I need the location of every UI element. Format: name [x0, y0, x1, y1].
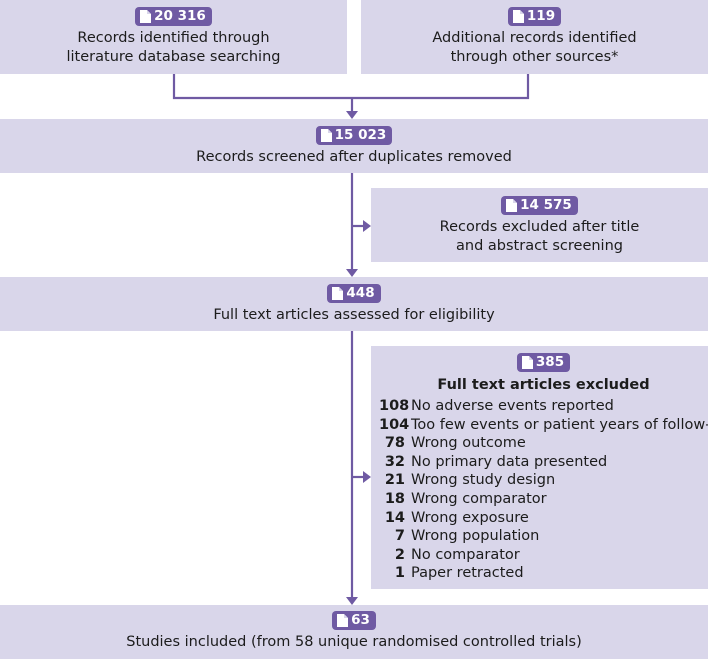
count-value: 63: [351, 612, 370, 628]
box-text-line: Records screened after duplicates remove…: [196, 149, 512, 165]
reason-count: 78: [384, 435, 405, 452]
reason-count: 14: [384, 509, 405, 526]
count-badge: 119: [507, 7, 562, 26]
exclusion-reason: 21 Wrong study design: [379, 471, 708, 490]
studies-included-box: 63 Studies included (from 58 unique rand…: [0, 605, 708, 659]
exclusion-reason: 14 Wrong exposure: [379, 509, 708, 528]
count-badge: 15 023: [315, 126, 393, 145]
exclusion-reason: 78 Wrong outcome: [379, 434, 708, 453]
reason-text: Too few events or patient years of follo…: [411, 416, 708, 433]
records-identified-db-box: 20 316 Records identified through litera…: [0, 0, 347, 74]
count-value: 385: [535, 354, 565, 370]
reason-text: Wrong comparator: [411, 490, 547, 507]
reason-text: Wrong population: [411, 528, 540, 545]
count-badge: 448: [327, 284, 381, 303]
box-text-line: through other sources*: [450, 49, 619, 65]
reason-count: 1: [394, 565, 405, 582]
exclusion-reason: 32 No primary data presented: [379, 453, 708, 472]
records-identified-other-box: 119 Additional records identified throug…: [361, 0, 708, 74]
count-badge: 63: [332, 611, 376, 630]
count-badge: 20 316: [135, 7, 212, 26]
exclusion-reason: 2 No comparator: [379, 546, 708, 565]
merge-connector: [172, 74, 530, 100]
excluded-heading: Full text articles excluded: [437, 377, 650, 393]
arrowhead-assessed: [346, 269, 358, 277]
reason-text: Wrong study design: [411, 472, 556, 489]
records-screened-box: 15 023 Records screened after duplicates…: [0, 119, 708, 173]
reason-count: 2: [394, 546, 405, 563]
reason-text: Wrong outcome: [411, 435, 526, 452]
reason-count: 32: [384, 453, 405, 470]
reason-count: 104: [379, 416, 410, 433]
box-text-line: Studies included (from 58 unique randomi…: [126, 634, 582, 650]
arrowhead-excluded-fulltext: [363, 471, 371, 483]
count-value: 20 316: [154, 8, 206, 24]
exclusion-reason: 1 Paper retracted: [379, 564, 708, 583]
reason-text: No adverse events reported: [411, 398, 614, 414]
box-text-line: Records identified through: [77, 30, 270, 46]
reason-text: Wrong exposure: [411, 509, 529, 526]
document-icon: [140, 10, 152, 23]
arrowhead-excluded-title: [363, 220, 371, 232]
document-icon: [506, 199, 518, 212]
count-value: 119: [526, 8, 556, 24]
reason-count: 108: [379, 398, 410, 414]
document-icon: [521, 356, 533, 369]
count-value: 448: [346, 285, 375, 301]
exclusion-reason: 18 Wrong comparator: [379, 490, 708, 509]
exclusion-reason: 7 Wrong population: [379, 527, 708, 546]
box-text-line: and abstract screening: [456, 238, 623, 254]
reason-text: No primary data presented: [411, 453, 608, 470]
count-badge: 14 575: [501, 196, 578, 215]
box-text-line: Full text articles assessed for eligibil…: [213, 307, 495, 323]
document-icon: [320, 129, 332, 142]
reason-text: Paper retracted: [411, 565, 524, 582]
arrowhead-included: [346, 597, 358, 605]
box-text-line: Additional records identified: [432, 30, 637, 46]
reason-count: 18: [384, 490, 405, 507]
reason-count: 7: [394, 528, 405, 545]
count-value: 14 575: [520, 197, 572, 213]
full-text-assessed-box: 448 Full text articles assessed for elig…: [0, 277, 708, 331]
document-icon: [337, 614, 349, 627]
count-value: 15 023: [334, 127, 387, 143]
reason-text: No comparator: [411, 546, 520, 563]
records-excluded-title-box: 14 575 Records excluded after title and …: [371, 188, 708, 262]
arrowhead-screened: [346, 111, 358, 119]
box-text-line: Records excluded after title: [439, 219, 640, 235]
document-icon: [332, 287, 344, 300]
reason-count: 21: [384, 472, 405, 489]
count-badge: 385: [516, 353, 571, 372]
document-icon: [512, 10, 524, 23]
box-text-line: literature database searching: [66, 49, 281, 65]
